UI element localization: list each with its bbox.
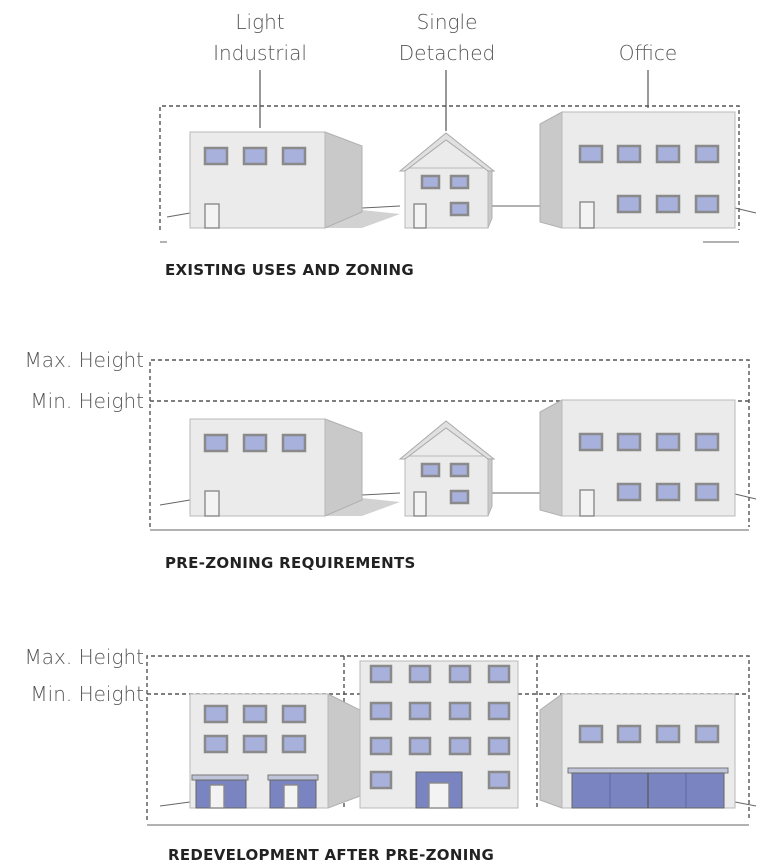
window — [578, 432, 604, 452]
building-light-industrial — [189, 418, 400, 517]
building-redeveloped-center — [359, 660, 519, 809]
building-single-detached — [398, 132, 496, 229]
window — [578, 144, 604, 164]
window — [616, 432, 642, 452]
window — [242, 734, 268, 754]
window — [616, 482, 642, 502]
window — [449, 174, 470, 190]
window — [655, 432, 681, 452]
window — [420, 462, 441, 478]
building-single-detached — [398, 420, 496, 517]
window — [281, 433, 307, 453]
window — [203, 433, 229, 453]
door — [413, 491, 427, 517]
caption-redevelopment: REDEVELOPMENT AFTER PRE-ZONING — [168, 846, 494, 864]
max-height-envelope — [146, 655, 750, 820]
building-redeveloped-right — [539, 693, 736, 809]
building-redeveloped-left — [189, 693, 361, 809]
window — [369, 736, 393, 756]
window — [487, 770, 511, 790]
panel-pre-zoning: Max. Height Min. Height — [25, 348, 757, 572]
window — [281, 734, 307, 754]
window — [616, 194, 642, 214]
window — [616, 724, 642, 744]
door — [204, 203, 220, 229]
window — [694, 144, 720, 164]
window — [449, 489, 470, 505]
label-light-industrial-line2: Industrial — [213, 41, 307, 65]
window — [655, 482, 681, 502]
panel-existing-uses: Light Industrial Single Detached Office — [159, 10, 757, 279]
window — [203, 704, 229, 724]
window — [694, 194, 720, 214]
zoning-envelope — [159, 105, 740, 230]
window — [694, 482, 720, 502]
label-single-detached-line1: Single — [417, 10, 478, 34]
window — [694, 724, 720, 744]
window — [616, 144, 642, 164]
label-max-height: Max. Height — [25, 348, 144, 372]
window — [449, 201, 470, 217]
label-min-height: Min. Height — [30, 682, 144, 706]
building-light-industrial — [189, 131, 400, 229]
window — [694, 432, 720, 452]
label-office: Office — [619, 41, 677, 65]
label-min-height: Min. Height — [30, 389, 144, 413]
window — [281, 146, 307, 166]
window — [487, 736, 511, 756]
window — [449, 462, 470, 478]
building-office — [539, 111, 736, 229]
window — [203, 146, 229, 166]
window — [655, 724, 681, 744]
caption-pre-zoning: PRE-ZONING REQUIREMENTS — [165, 554, 416, 572]
window — [369, 770, 393, 790]
window — [203, 734, 229, 754]
window — [420, 174, 441, 190]
door — [209, 784, 225, 809]
max-height-envelope — [149, 359, 750, 527]
window — [369, 664, 393, 684]
window — [242, 704, 268, 724]
window — [448, 736, 472, 756]
window — [242, 433, 268, 453]
label-light-industrial-line1: Light — [235, 10, 284, 34]
door — [428, 782, 450, 809]
window — [242, 146, 268, 166]
window — [655, 144, 681, 164]
window — [487, 701, 511, 721]
door — [579, 489, 595, 517]
window — [448, 664, 472, 684]
caption-existing-uses: EXISTING USES AND ZONING — [165, 261, 414, 279]
label-max-height: Max. Height — [25, 645, 144, 669]
door — [283, 784, 299, 809]
window — [578, 724, 604, 744]
building-office — [539, 399, 736, 517]
door — [413, 203, 427, 229]
window — [408, 701, 432, 721]
window — [408, 736, 432, 756]
label-single-detached-line2: Detached — [399, 41, 495, 65]
window — [281, 704, 307, 724]
window — [655, 194, 681, 214]
window — [408, 664, 432, 684]
panel-redevelopment: Max. Height Min. Height — [25, 645, 757, 864]
window — [369, 701, 393, 721]
window — [487, 664, 511, 684]
door — [579, 201, 595, 229]
door — [204, 490, 220, 517]
window — [448, 701, 472, 721]
